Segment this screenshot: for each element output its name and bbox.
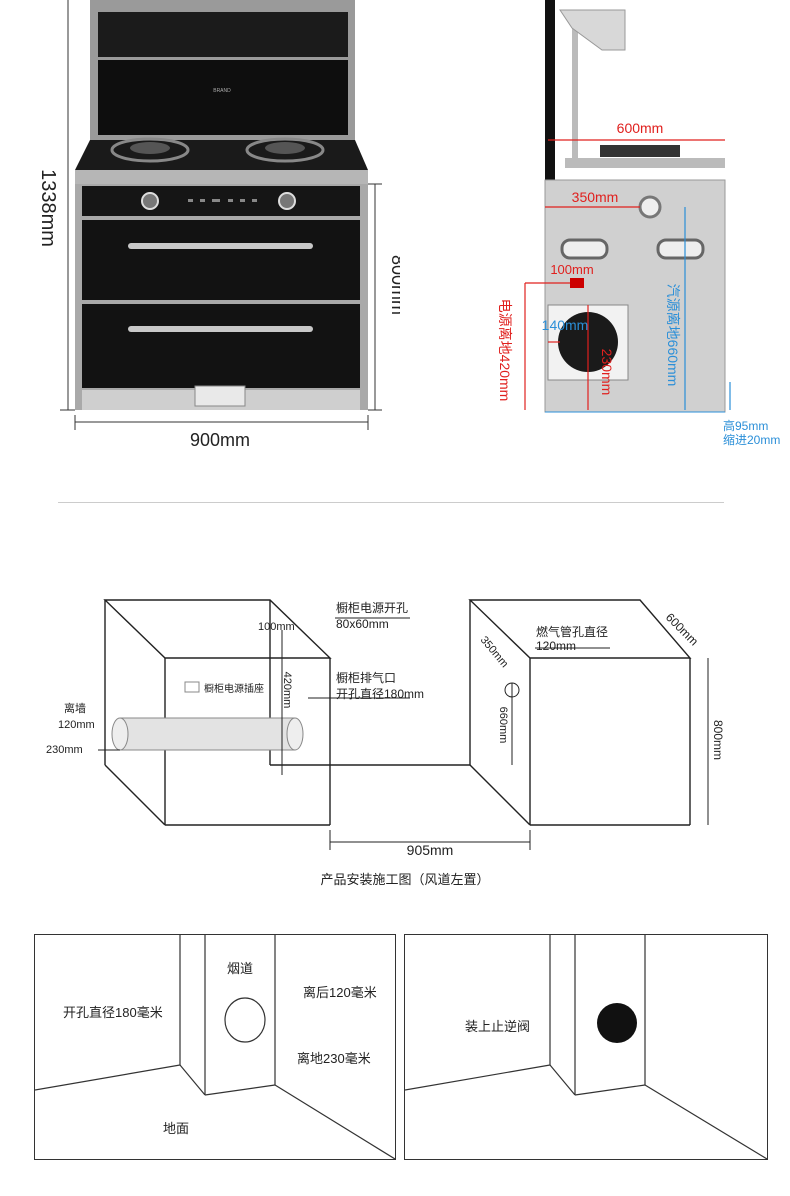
side-gas-label: 汽源离地660mm	[665, 284, 681, 387]
side-view-svg: 600mm 350mm 100mm 电源离地420mm 140mm 230mm …	[497, 0, 780, 447]
gas-offset: 350mm	[478, 634, 511, 670]
control-buttons	[188, 199, 257, 202]
front-view: BRAND	[0, 0, 408, 460]
install-dimensions	[98, 617, 709, 850]
bottom-left-panel: 烟道 开孔直径180毫米 离后120毫米 离地230毫米 地面	[34, 934, 396, 1160]
side-vent-height-label: 230mm	[599, 349, 615, 396]
back-label: 离后120毫米	[303, 985, 377, 1000]
side-view: 600mm 350mm 100mm 电源离地420mm 140mm 230mm …	[490, 0, 790, 460]
bottom-right-svg: 装上止逆阀	[404, 935, 768, 1160]
socket-icon	[184, 681, 200, 693]
section-divider	[58, 502, 724, 503]
side-red-dimensions	[524, 139, 725, 410]
duct-height: 230mm	[46, 744, 83, 756]
front-height-label: 1338mm	[37, 169, 59, 247]
power-hole-size: 80x60mm	[336, 617, 389, 631]
front-cabinet-height-label: 800mm	[388, 255, 400, 315]
upper-drawer	[82, 220, 360, 300]
cabinet-height: 800mm	[711, 720, 725, 760]
left-knob	[141, 192, 159, 210]
bottom-left-svg: 烟道 开孔直径180毫米 离后120毫米 离地230毫米 地面	[34, 935, 396, 1160]
wall-label: 离墙	[64, 701, 86, 715]
bottom-right-panel: 装上止逆阀	[404, 934, 768, 1160]
hood-glass-panel	[98, 60, 348, 135]
wall-distance: 120mm	[58, 719, 95, 731]
gas-size: 120mm	[536, 639, 576, 653]
side-hood-post	[572, 15, 578, 165]
side-socket	[570, 278, 584, 288]
check-valve	[597, 1003, 637, 1043]
side-foot-height-label: 高95mm	[723, 418, 768, 433]
side-blue-dimensions	[684, 207, 731, 410]
install-width: 905mm	[407, 842, 454, 858]
side-power-label: 电源离地420mm	[497, 299, 513, 402]
side-vent-width-label: 140mm	[542, 317, 589, 333]
side-left-vent	[560, 238, 609, 260]
ground-label: 地面	[163, 1121, 189, 1136]
side-cooktop	[565, 158, 725, 168]
floor-offset-label: 离地230毫米	[297, 1051, 371, 1066]
plinth-vent	[194, 385, 246, 407]
install-caption: 产品安装施工图（风道左置）	[320, 872, 489, 887]
gas-height: 660mm	[497, 707, 509, 744]
cabinet-depth: 600mm	[663, 610, 701, 648]
exhaust-size: 开孔直径180mm	[336, 687, 424, 701]
side-hood	[559, 9, 626, 51]
valve-label: 装上止逆阀	[465, 1019, 530, 1034]
left-burner	[110, 137, 190, 163]
install-svg: 橱柜电源开孔 80x60mm 100mm 420mm 橱柜电源插座 橱柜排气口 …	[46, 599, 725, 887]
side-socket-offset-label: 100mm	[550, 262, 593, 277]
exhaust-duct	[119, 717, 296, 751]
front-dimensions	[60, 0, 382, 430]
hood-glass-top	[98, 12, 348, 57]
front-width-label: 900mm	[190, 430, 250, 450]
side-gas-port	[638, 195, 662, 219]
side-depth-label: 600mm	[617, 120, 664, 136]
exhaust-title: 橱柜排气口	[336, 670, 396, 685]
side-burner	[600, 145, 680, 157]
lower-drawer	[82, 304, 360, 388]
control-panel	[82, 186, 360, 216]
left-cabinet-outline	[103, 599, 332, 826]
brand-logo: BRAND	[213, 88, 231, 94]
right-knob	[278, 192, 296, 210]
install-diagram: 橱柜电源开孔 80x60mm 100mm 420mm 橱柜电源插座 橱柜排气口 …	[0, 590, 790, 900]
cooktop-edge	[75, 170, 368, 184]
right-burner	[245, 137, 325, 163]
upper-drawer-handle	[128, 243, 313, 249]
side-right-vent	[656, 238, 705, 260]
side-knob-offset-label: 350mm	[572, 189, 619, 205]
socket-label: 橱柜电源插座	[204, 682, 264, 695]
flue-label: 烟道	[227, 961, 253, 976]
power-height: 420mm	[281, 672, 293, 709]
power-offset: 100mm	[258, 621, 295, 633]
side-foot-inset-label: 缩进20mm	[723, 432, 780, 447]
right-cabinet-outline	[468, 599, 692, 826]
hole-label: 开孔直径180毫米	[63, 1005, 163, 1020]
gas-title: 燃气管孔直径	[536, 624, 608, 639]
lower-drawer-handle	[128, 326, 313, 332]
side-wall	[545, 0, 555, 180]
front-view-svg: BRAND	[37, 0, 408, 450]
power-hole-title: 橱柜电源开孔	[336, 601, 408, 615]
